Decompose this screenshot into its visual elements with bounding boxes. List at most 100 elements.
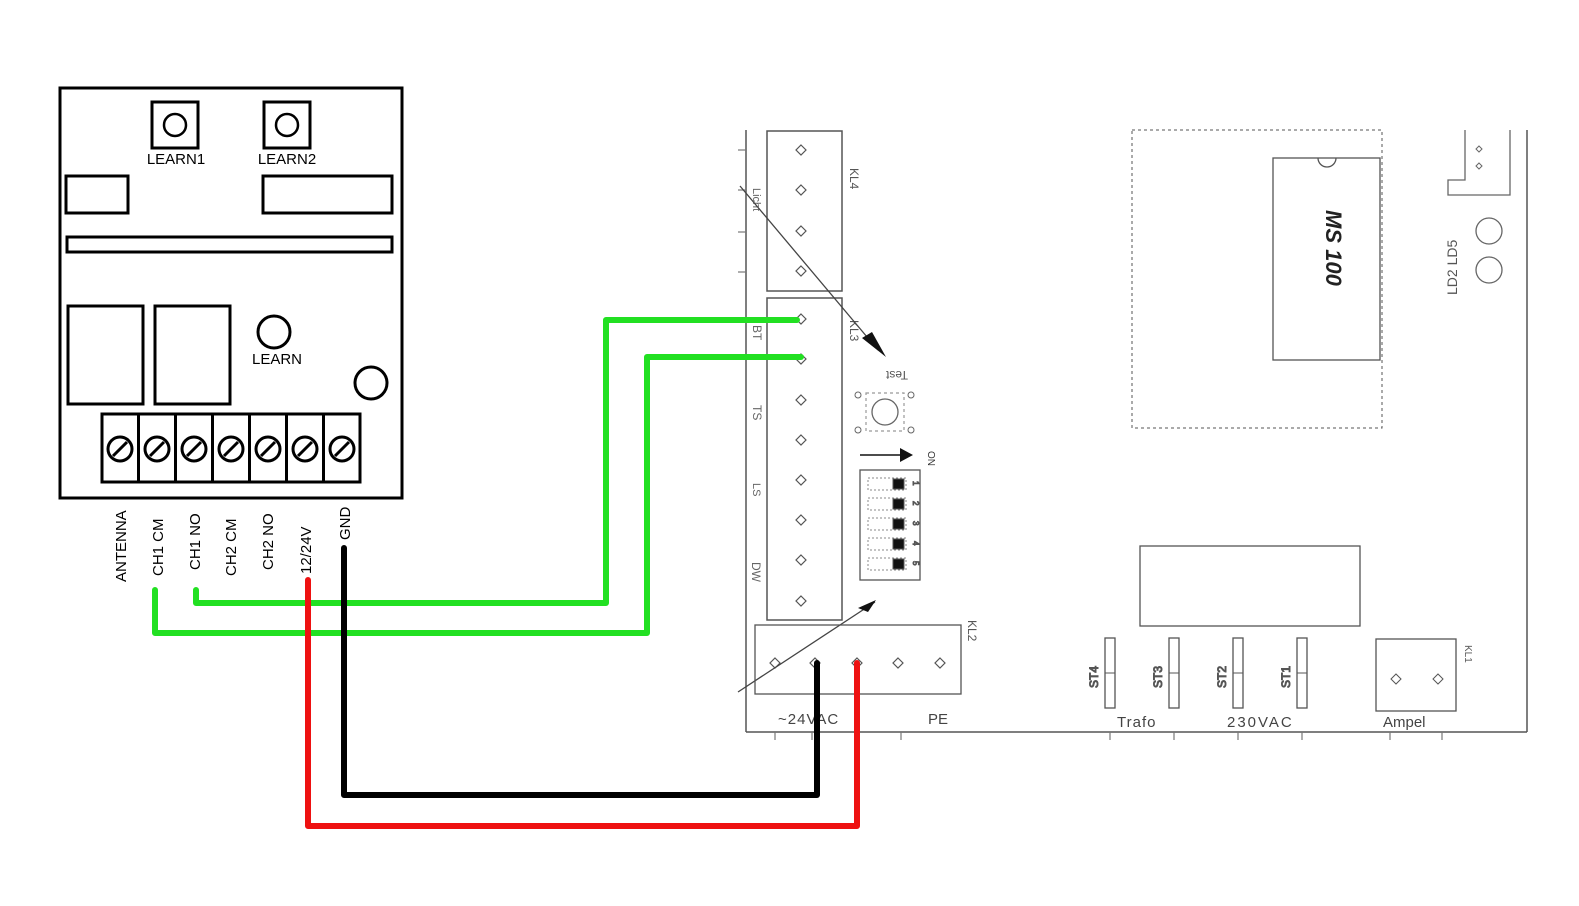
jumper-label: ST3: [1151, 666, 1165, 688]
terminal-label-antenna: ANTENNA: [113, 510, 130, 582]
pointer-line-lower: [737, 601, 876, 693]
dip-switch-lever[interactable]: [892, 478, 905, 490]
terminal-screw: [217, 435, 245, 463]
green-wire-ch1-no-to-bt: [193, 317, 800, 606]
kl1-connector: [1375, 638, 1457, 712]
licht-label: Licht: [750, 188, 762, 211]
jumper-label: ST1: [1279, 666, 1293, 688]
terminal-screw-slot: [296, 440, 314, 458]
learn2-label: LEARN2: [258, 151, 316, 168]
kl2-label: KL2: [965, 620, 979, 642]
learn1-label: LEARN1: [147, 151, 205, 168]
test-button[interactable]: [871, 398, 899, 426]
terminal-screw-slot: [148, 440, 166, 458]
terminal-label-ch2-no: CH2 NO: [260, 513, 277, 570]
kl1-pin-1: [1390, 673, 1402, 685]
learn-label: LEARN: [252, 351, 302, 368]
kl3-label: KL3: [847, 320, 861, 342]
black-wire-gnd: [341, 545, 820, 798]
learn2-button[interactable]: [262, 100, 312, 150]
kl3-connector: [766, 297, 843, 621]
kl1-pin-2: [1432, 673, 1444, 685]
test-pad-4: [907, 426, 915, 434]
red-wire-12-24v: [305, 577, 860, 829]
dip-switch-lever[interactable]: [892, 518, 905, 530]
kl3-pin: [795, 394, 807, 406]
pointer-arrow-upper: [862, 332, 886, 357]
kl2-pin: [769, 657, 781, 669]
receiver-component-left: [64, 174, 130, 215]
vac24-label: ~24VAC: [778, 711, 839, 728]
learn2-button-knob: [274, 112, 300, 138]
connector-pins: [769, 144, 946, 669]
receiver-led: [353, 365, 389, 401]
pointer-arrow-lower: [858, 600, 876, 612]
led-ld2: [1475, 256, 1503, 284]
learn1-button[interactable]: [150, 100, 200, 150]
terminal-labels: ANTENNA CH1 CM CH1 NO CH2 CM CH2 NO 12/2…: [113, 507, 354, 583]
bt-label: BT: [750, 325, 764, 341]
dip-switch: [859, 469, 921, 581]
kl4-connector: [766, 130, 843, 292]
kl3-pin: [795, 595, 807, 607]
chip-area: [1131, 129, 1383, 429]
terminal-screws: [106, 414, 356, 482]
top-right-pin-2: [1475, 162, 1483, 170]
terminal-screw-slot: [185, 440, 203, 458]
test-pad-3: [854, 426, 862, 434]
kl4-pin: [795, 265, 807, 277]
terminal-label-ch1-cm: CH1 CM: [150, 518, 167, 576]
dip-switch-number: 5: [911, 561, 920, 566]
ls-label: LS: [750, 483, 762, 496]
dip-switch-number: 2: [911, 501, 920, 506]
dip-switch-lever[interactable]: [892, 538, 905, 550]
ms100-chip: [1272, 157, 1381, 361]
jumper-label: ST2: [1215, 666, 1229, 688]
ampel-label: Ampel: [1383, 714, 1426, 731]
kl4-pin: [795, 144, 807, 156]
top-right-pin-1: [1475, 145, 1483, 153]
terminal-screw-slot: [333, 440, 351, 458]
dw-label: DW: [749, 562, 763, 583]
wires: [152, 317, 860, 829]
learn1-button-knob: [162, 112, 188, 138]
kl2-pin: [892, 657, 904, 669]
ts-label: TS: [750, 405, 764, 420]
on-arrow-head: [900, 448, 913, 462]
learn-button[interactable]: [256, 314, 292, 350]
receiver-antenna-strip: [65, 235, 394, 254]
terminal-screw-slot: [259, 440, 277, 458]
dip-switch-lever[interactable]: [892, 498, 905, 510]
dip-switch-number: 4: [911, 541, 920, 546]
relay-1: [66, 304, 145, 406]
receiver-outline: [58, 86, 404, 500]
kl4-label: KL4: [847, 168, 861, 190]
top-right-connector: [1447, 130, 1511, 196]
terminal-screw: [106, 435, 134, 463]
terminal-label-12-24v: 12/24V: [298, 526, 315, 574]
test-label: Test: [885, 368, 908, 382]
green-wire-ch1-cm-to-bt: [152, 354, 804, 636]
vac230-label: 230VAC: [1227, 714, 1294, 731]
chip-label: MS 100: [1321, 210, 1346, 287]
kl3-pin: [795, 474, 807, 486]
terminal-screw: [180, 435, 208, 463]
kl3-pin: [795, 434, 807, 446]
on-label: ON: [925, 451, 936, 466]
terminal-screw: [143, 435, 171, 463]
chip-notch: [1317, 157, 1337, 168]
dip-switch-lever[interactable]: [892, 558, 905, 570]
receiver-component-right: [261, 174, 394, 215]
terminal-screw: [291, 435, 319, 463]
terminal-screw: [328, 435, 356, 463]
terminal-screw-slot: [111, 440, 129, 458]
terminal-screw-slot: [222, 440, 240, 458]
trafo-block: [1139, 545, 1361, 627]
leds-label: LD2 LD5: [1444, 240, 1460, 295]
kl4-pin: [795, 225, 807, 237]
kl1-label: KL1: [1462, 645, 1473, 663]
test-pad-1: [854, 391, 862, 399]
test-button-frame: [865, 392, 905, 432]
